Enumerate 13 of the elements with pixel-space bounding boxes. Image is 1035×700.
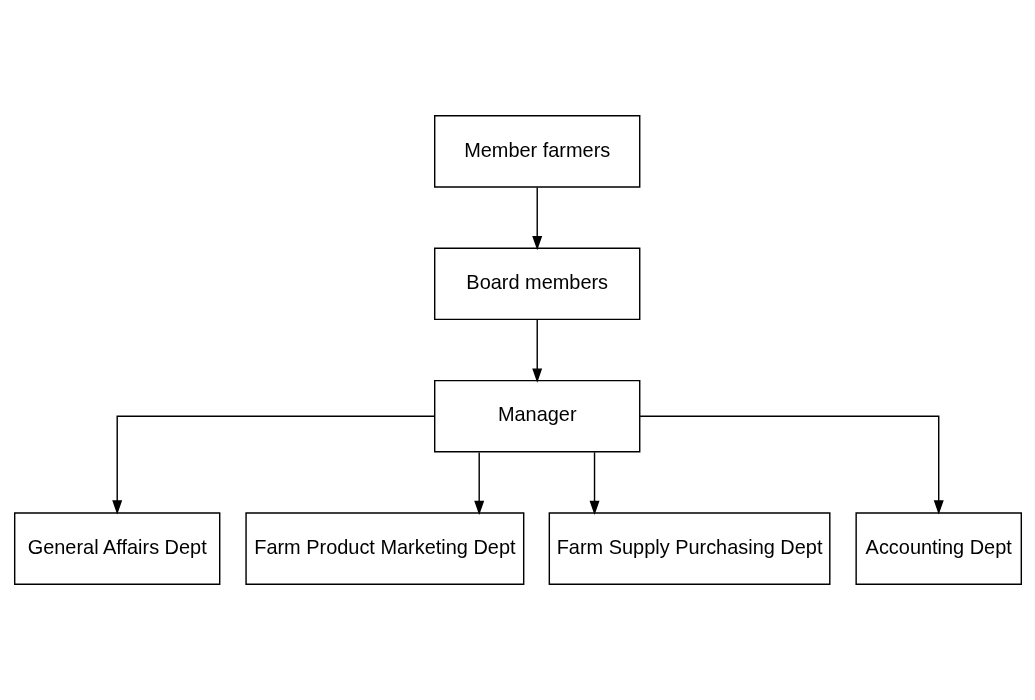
- arrow: [638, 415, 944, 515]
- arrow: [473, 451, 484, 516]
- node-box: Farm Product Marketing Dept: [244, 512, 524, 585]
- node-box: Manager: [433, 379, 640, 453]
- node-box: Member farmers: [433, 115, 640, 188]
- arrow: [111, 415, 435, 515]
- arrow: [531, 186, 542, 251]
- node-box: Farm Supply Purchasing Dept: [548, 512, 830, 585]
- node-box: Accounting Dept: [854, 512, 1022, 585]
- arrow: [589, 451, 599, 516]
- arrow: [531, 319, 542, 383]
- node-box: General Affairs Dept: [13, 512, 220, 585]
- node-box: Board members: [433, 247, 640, 321]
